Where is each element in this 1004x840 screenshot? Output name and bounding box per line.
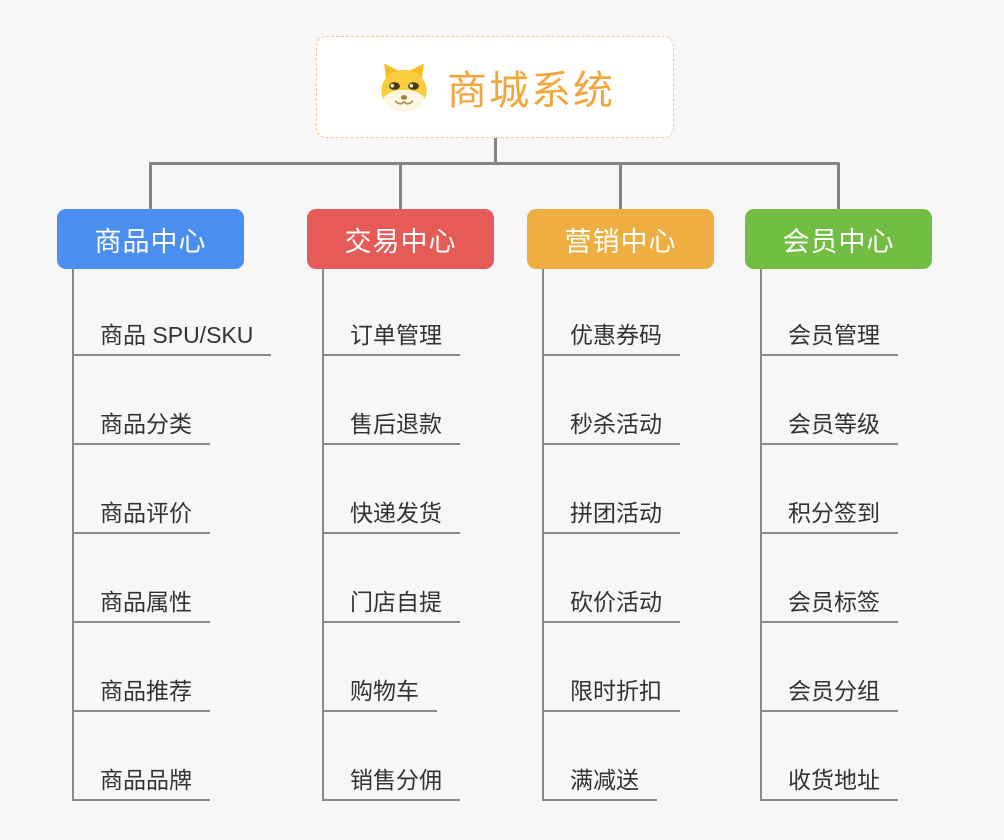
- mindmap-item[interactable]: 商品 SPU/SKU: [72, 318, 272, 356]
- mindmap-item[interactable]: 会员等级: [760, 407, 898, 445]
- branch-node-marketing[interactable]: 营销中心: [527, 209, 714, 269]
- branch-trunk-marketing: [542, 269, 544, 801]
- mindmap-item[interactable]: 门店自提: [322, 585, 460, 623]
- mindmap-item[interactable]: 秒杀活动: [542, 407, 680, 445]
- connector-drop-2: [399, 163, 402, 210]
- root-node[interactable]: 商城系统: [316, 36, 674, 138]
- branch-node-member[interactable]: 会员中心: [745, 209, 932, 269]
- connector-bus: [149, 162, 840, 165]
- mindmap-item[interactable]: 收货地址: [760, 763, 898, 801]
- mindmap-item[interactable]: 商品评价: [72, 496, 210, 534]
- mindmap-item[interactable]: 商品品牌: [72, 763, 210, 801]
- mindmap-item[interactable]: 限时折扣: [542, 674, 680, 712]
- mindmap-item[interactable]: 商品推荐: [72, 674, 210, 712]
- mindmap-item[interactable]: 会员标签: [760, 585, 898, 623]
- branch-label: 交易中心: [344, 226, 457, 257]
- branch-label: 会员中心: [782, 226, 895, 257]
- mindmap-item[interactable]: 砍价活动: [542, 585, 680, 623]
- connector-drop-4: [837, 163, 840, 210]
- branch-node-product[interactable]: 商品中心: [57, 209, 244, 269]
- branch-node-trade[interactable]: 交易中心: [307, 209, 494, 269]
- branch-label: 营销中心: [564, 226, 677, 257]
- connector-drop-1: [149, 163, 152, 210]
- mindmap-item[interactable]: 积分签到: [760, 496, 898, 534]
- doge-face-icon: [375, 59, 433, 115]
- mindmap-item[interactable]: 购物车: [322, 674, 437, 712]
- mindmap-item[interactable]: 拼团活动: [542, 496, 680, 534]
- connector-root-stem: [494, 136, 497, 165]
- branch-trunk-product: [72, 269, 74, 801]
- mindmap-item[interactable]: 满减送: [542, 763, 657, 801]
- mindmap-item[interactable]: 快递发货: [322, 496, 460, 534]
- branch-label: 商品中心: [94, 226, 207, 257]
- mindmap-item[interactable]: 优惠券码: [542, 318, 680, 356]
- connector-drop-3: [619, 163, 622, 210]
- root-title: 商城系统: [447, 69, 615, 113]
- mindmap-item[interactable]: 会员分组: [760, 674, 898, 712]
- mindmap-item[interactable]: 销售分佣: [322, 763, 460, 801]
- mindmap-item[interactable]: 售后退款: [322, 407, 460, 445]
- mindmap-item[interactable]: 订单管理: [322, 318, 460, 356]
- mindmap-item[interactable]: 商品分类: [72, 407, 210, 445]
- mindmap-item[interactable]: 商品属性: [72, 585, 210, 623]
- branch-trunk-member: [760, 269, 762, 801]
- mindmap-item[interactable]: 会员管理: [760, 318, 898, 356]
- branch-trunk-trade: [322, 269, 324, 801]
